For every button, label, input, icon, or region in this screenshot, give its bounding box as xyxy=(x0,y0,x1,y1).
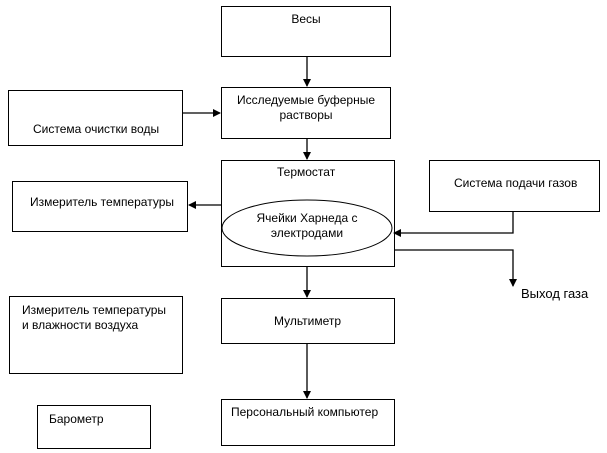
buffers-box xyxy=(221,87,391,139)
cell-label: Ячейки Харнеда с электродами xyxy=(256,211,358,240)
gas-out-label: Выход газа xyxy=(521,286,589,301)
scales-label: Весы xyxy=(291,12,321,26)
temp-meter-box xyxy=(12,181,188,232)
temp-humidity-box xyxy=(9,296,183,374)
thermostat-label: Термостат xyxy=(277,165,336,179)
pc-label: Персональный компьютер xyxy=(231,405,379,419)
temp-meter-label: Измеритель температуры xyxy=(30,195,174,209)
gas-supply-label: Система подачи газов xyxy=(454,176,578,190)
water-box xyxy=(8,90,183,146)
water-label: Система очистки воды xyxy=(33,122,160,136)
temp-humidity-label: Измеритель температуры и влажности возду… xyxy=(22,303,166,332)
harned-cell-ellipse xyxy=(221,199,393,257)
arrow-thermostat-to-gas-out xyxy=(395,249,517,287)
buffers-label: Исследуемые буферные растворы xyxy=(236,93,376,122)
pc-box xyxy=(221,399,395,446)
multimeter-label: Мультиметр xyxy=(274,314,342,328)
barometer-label: Барометр xyxy=(49,412,104,426)
multimeter-box xyxy=(221,298,395,344)
arrow-gas-supply-to-cell xyxy=(393,212,514,237)
scales-box xyxy=(221,6,391,57)
barometer-box xyxy=(37,405,151,449)
gas-supply-box xyxy=(429,160,600,212)
